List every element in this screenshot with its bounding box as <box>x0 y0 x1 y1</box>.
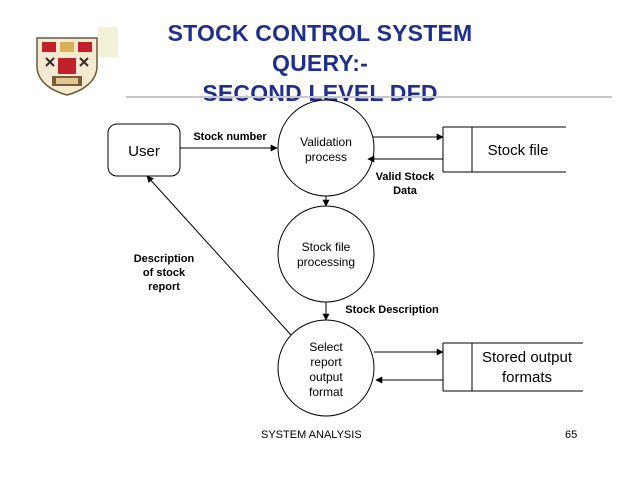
header-accent <box>98 27 118 57</box>
title-line-1: STOCK CONTROL SYSTEM QUERY:- <box>167 20 473 76</box>
store-stored-output: Stored output formats <box>442 342 583 392</box>
store-stock-file-label: Stock file <box>488 142 549 159</box>
process-stock-file-processing: Stock file processing <box>277 205 375 303</box>
crest-shield-icon <box>36 37 98 96</box>
title-divider <box>126 96 612 98</box>
flow-select-to-user <box>146 175 292 336</box>
flow-label-description-line-2: of stock <box>143 267 186 279</box>
flow-label-stock-number: Stock number <box>193 131 267 143</box>
footer-text: SYSTEM ANALYSIS <box>261 429 362 441</box>
slide-title: STOCK CONTROL SYSTEM QUERY:- SECOND LEVE… <box>130 18 510 108</box>
flow-label-description-line-1: Description <box>134 253 195 265</box>
process-stock-file-line-2: processing <box>297 255 355 269</box>
store-stored-output-line-2: formats <box>502 369 552 386</box>
page-number: 65 <box>565 429 578 441</box>
flow-label-valid-stock-line-1: Valid Stock <box>376 171 436 183</box>
process-select-line-3: output <box>309 370 343 384</box>
process-validation-line-1: Validation <box>300 135 352 149</box>
store-stored-output-line-1: Stored output <box>482 349 573 366</box>
entity-user-label: User <box>128 143 160 160</box>
process-select-line-1: Select <box>309 340 343 354</box>
store-stock-file: Stock file <box>442 126 566 173</box>
process-validation: Validation process <box>277 99 375 197</box>
process-validation-line-2: process <box>305 150 347 164</box>
flow-label-description-line-3: report <box>148 281 180 293</box>
process-select-line-2: report <box>310 355 342 369</box>
flow-label-valid-stock-line-2: Data <box>393 185 418 197</box>
entity-user: User <box>107 123 181 177</box>
process-stock-file-line-1: Stock file <box>302 240 351 254</box>
flow-label-stock-description: Stock Description <box>345 304 439 316</box>
process-select-report: Select report output format <box>277 319 375 417</box>
process-select-line-4: format <box>309 385 344 399</box>
